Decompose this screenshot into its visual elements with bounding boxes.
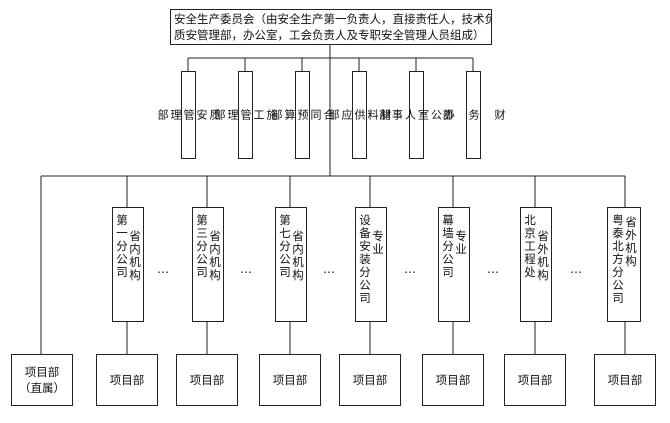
committee-line-2: 质安管理部，办公室，工会负责人及专职安全管理人员组成） xyxy=(174,28,485,42)
branch-name: 粤泰北方分公司 xyxy=(611,214,625,305)
project-dept: 项目部 xyxy=(504,354,566,406)
project-direct-note: （直属） xyxy=(19,381,65,395)
safety-committee-box: 安全生产委员会（由安全生产第一负责人，直接责任人，技术负责人， 质安管理部，办公… xyxy=(170,9,492,45)
project-label: 项目部 xyxy=(517,373,553,387)
ellipsis: … xyxy=(240,262,253,276)
dept-construction: 施 工 管 理 部 xyxy=(213,71,278,159)
branch-name: 幕墙分公司 xyxy=(441,214,455,279)
branch-third: 省内机构 第三分公司 xyxy=(192,207,224,322)
branch-category: 省内机构 xyxy=(128,230,142,282)
project-dept: 项目部 xyxy=(176,354,238,406)
branch-name: 设备安装分公司 xyxy=(358,214,372,305)
branch-category: 省外机构 xyxy=(624,216,638,268)
project-dept-direct: 项目部 （直属） xyxy=(11,354,73,406)
project-dept: 项目部 xyxy=(422,354,484,406)
dept-label: 材 料 供 应 部 xyxy=(327,109,392,121)
dept-office-hr: 办 公 室 人 事 部 xyxy=(378,71,456,159)
project-dept: 项目部 xyxy=(96,354,158,406)
branch-name: 第一分公司 xyxy=(115,214,129,279)
project-dept: 项目部 xyxy=(594,354,656,406)
dept-contract-budget: 合 同 预 算 部 xyxy=(270,71,335,159)
ellipsis: … xyxy=(404,262,417,276)
ellipsis: … xyxy=(157,262,170,276)
dept-material-supply: 材 料 供 应 部 xyxy=(327,71,392,159)
project-dept: 项目部 xyxy=(259,354,321,406)
branch-yuetai-north: 省外机构 粤泰北方分公司 xyxy=(607,207,641,322)
dept-label: 办 公 室 人 事 部 xyxy=(377,109,456,121)
branch-curtain-wall: 专业 幕墙分公司 xyxy=(438,207,470,322)
dept-quality-safety: 质 安 管 理 部 xyxy=(156,71,221,159)
ellipsis: … xyxy=(487,262,500,276)
project-label: 项目部 xyxy=(435,373,471,387)
dept-label: 质 安 管 理 部 xyxy=(156,109,221,121)
project-label: 项目部 xyxy=(352,373,388,387)
branch-category: 省外机构 xyxy=(536,230,550,282)
branch-name: 第七分公司 xyxy=(278,214,292,279)
dept-label: 财 务 部 xyxy=(441,109,506,121)
committee-line-1: 安全生产委员会（由安全生产第一负责人，直接责任人，技术负责人， xyxy=(174,12,491,26)
project-label: 项目部 xyxy=(607,373,643,387)
branch-beijing-office: 省外机构 北京工程处 xyxy=(520,207,552,322)
branch-name: 北京工程处 xyxy=(523,214,537,279)
ellipsis: … xyxy=(570,262,583,276)
branch-category: 专业 xyxy=(371,230,385,256)
branch-category: 专业 xyxy=(454,230,468,256)
project-label: 项目部 xyxy=(109,373,145,387)
dept-label: 合 同 预 算 部 xyxy=(270,109,335,121)
project-dept: 项目部 xyxy=(339,354,401,406)
branch-name: 第三分公司 xyxy=(195,214,209,279)
branch-first: 省内机构 第一分公司 xyxy=(112,207,144,322)
branch-equipment-install: 专业 设备安装分公司 xyxy=(355,207,387,322)
branch-category: 省内机构 xyxy=(208,230,222,282)
project-label: 项目部 xyxy=(24,365,60,379)
project-label: 项目部 xyxy=(189,373,225,387)
project-label: 项目部 xyxy=(272,373,308,387)
branch-category: 省内机构 xyxy=(291,230,305,282)
ellipsis: … xyxy=(323,262,336,276)
dept-finance: 财 务 部 xyxy=(441,71,506,159)
branch-seventh: 省内机构 第七分公司 xyxy=(275,207,307,322)
dept-label: 施 工 管 理 部 xyxy=(213,109,278,121)
